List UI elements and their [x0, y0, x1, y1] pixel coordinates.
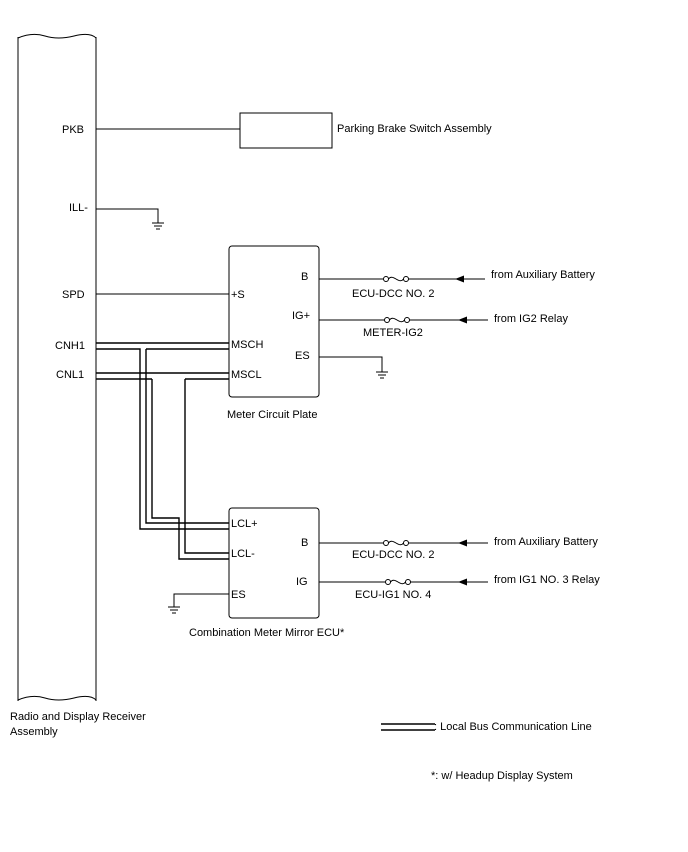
- meter-pin-msch: MSCH: [231, 339, 263, 351]
- ecu-pin-lcl-plus: LCL+: [231, 518, 258, 530]
- meter-pin-b: B: [301, 271, 308, 283]
- pin-cnl1: CNL1: [56, 369, 84, 381]
- source-ig2-relay: from IG2 Relay: [494, 313, 568, 325]
- receiver-name-line2: Assembly: [10, 726, 58, 738]
- ecu-pin-b: B: [301, 537, 308, 549]
- source-aux-battery-1: from Auxiliary Battery: [491, 269, 595, 281]
- ecu-es-ground-symbol: [168, 593, 229, 614]
- source-aux-battery-2: from Auxiliary Battery: [494, 536, 598, 548]
- footnote: *: w/ Headup Display System: [431, 770, 573, 782]
- mirror-ecu-label: Combination Meter Mirror ECU*: [189, 627, 345, 639]
- meter-circuit-plate-label: Meter Circuit Plate: [227, 409, 317, 421]
- meter-pin-ig: IG+: [292, 310, 310, 322]
- ecu-pin-es: ES: [231, 589, 246, 601]
- meter-b-circuit: [319, 275, 485, 283]
- ecu-b-circuit: [319, 539, 488, 547]
- receiver-name-line1: Radio and Display Receiver: [10, 711, 146, 723]
- mirror-ecu-box: [228, 507, 320, 619]
- pin-spd: SPD: [62, 289, 85, 301]
- ecu-pin-ig: IG: [296, 576, 308, 588]
- bus-cnl1-lcl-minus: [96, 372, 229, 560]
- meter-pin-mscl: MSCL: [231, 369, 262, 381]
- legend-bus-label: : Local Bus Communication Line: [434, 721, 592, 733]
- pin-ill: ILL-: [69, 202, 88, 214]
- pin-pkb: PKB: [62, 124, 84, 136]
- fuse-meter-ig2-label: METER-IG2: [363, 327, 423, 339]
- meter-circuit-plate-box: [228, 245, 320, 398]
- pin-cnh1: CNH1: [55, 340, 85, 352]
- meter-ig-circuit: [319, 316, 488, 324]
- ecu-pin-lcl-minus: LCL-: [231, 548, 255, 560]
- fuse-ecu-ig1-label: ECU-IG1 NO. 4: [355, 589, 431, 601]
- legend-bus-symbol: [381, 723, 435, 731]
- receiver-assembly: [17, 33, 97, 701]
- bus-cnh1-lcl-plus: [96, 342, 229, 530]
- meter-es-ground-symbol: [319, 356, 388, 379]
- ecu-ig-circuit: [319, 578, 488, 586]
- source-ig1-relay: from IG1 NO. 3 Relay: [494, 574, 600, 586]
- fuse-ecu-dcc-2-label: ECU-DCC NO. 2: [352, 549, 435, 561]
- fuse-ecu-dcc-1-label: ECU-DCC NO. 2: [352, 288, 435, 300]
- parking-brake-switch-box: [239, 112, 333, 149]
- meter-pin-s: +S: [231, 289, 245, 301]
- ill-ground-symbol: [96, 208, 164, 230]
- parking-brake-switch-label: Parking Brake Switch Assembly: [337, 123, 492, 135]
- meter-pin-es: ES: [295, 350, 310, 362]
